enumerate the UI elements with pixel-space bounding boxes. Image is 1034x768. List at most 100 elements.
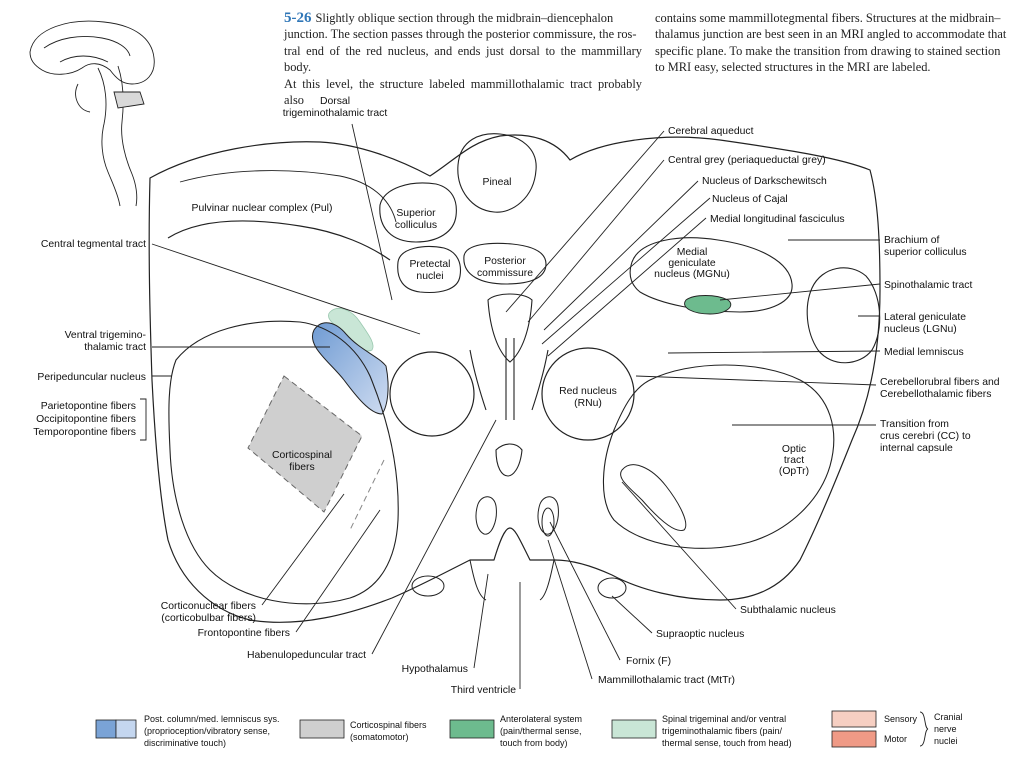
- label-temporopontine: Temporopontine fibers: [33, 427, 136, 438]
- label-spinothalamic: Spinothalamic tract: [884, 280, 972, 291]
- label-ventral-trigeminothalamic-line2: thalamic tract: [84, 342, 146, 353]
- label-medial-lemniscus: Medial lemniscus: [884, 347, 964, 358]
- section-outline: [148, 134, 881, 623]
- label-brachium-line1: Brachium of: [884, 235, 940, 246]
- label-dorsal-trigeminothalamic-line1: Dorsal: [320, 96, 350, 107]
- legend-spinal-trigeminal: Spinal trigeminal and/or ventral trigemi…: [611, 714, 792, 748]
- mgn-label-line3: nucleus (MGNu): [654, 269, 730, 280]
- legend-corticospinal-line1: Corticospinal fibers: [350, 720, 427, 730]
- frontopontine-boundary: [349, 459, 385, 531]
- label-corticonuclear-line2: (corticobulbar fibers): [161, 613, 256, 624]
- label-mtt: Mammillothalamic tract (MtTr): [598, 675, 735, 686]
- label-lgn-line2: nucleus (LGNu): [884, 324, 957, 335]
- label-parietopontine: Parietopontine fibers: [41, 401, 136, 412]
- label-subthalamic: Subthalamic nucleus: [740, 605, 836, 616]
- legend-sensory: Sensory: [884, 714, 918, 724]
- red-nucleus-label-line2: (RNu): [574, 398, 602, 409]
- label-transition-line3: internal capsule: [880, 443, 953, 454]
- optic-tract-label-line3: (OpTr): [779, 466, 809, 477]
- label-hypothalamus: Hypothalamus: [402, 664, 468, 675]
- pineal-label: Pineal: [483, 177, 512, 188]
- lateral-geniculate-nucleus: [806, 267, 881, 364]
- label-supraoptic: Supraoptic nucleus: [656, 629, 744, 640]
- label-cerebral-aqueduct: Cerebral aqueduct: [668, 126, 754, 137]
- superior-colliculus: Superior colliculus: [379, 182, 457, 243]
- label-central-tegmental: Central tegmental tract: [41, 239, 146, 250]
- caption-line: At this level, the structure labeled mam…: [284, 76, 642, 108]
- optic-tract-label-line1: Optic: [782, 444, 806, 455]
- posterior-commissure-label-line1: Posterior: [484, 256, 526, 267]
- legend-corticospinal: Corticospinal fibers (somatomotor): [299, 719, 427, 742]
- legend-post-column-line1: Post. column/med. lemniscus sys.: [144, 714, 280, 724]
- legend: Post. column/med. lemniscus sys. (propri…: [95, 710, 963, 748]
- brain-orientation-thumbnail: [29, 20, 155, 207]
- legend-anterolateral: Anterolateral system (pain/thermal sense…: [449, 714, 582, 748]
- central-grey: [469, 293, 549, 477]
- red-nucleus-left: [389, 351, 475, 437]
- legend-anterolateral-line3: touch from body): [500, 738, 568, 748]
- superior-colliculus-label-line1: Superior: [396, 208, 436, 219]
- mgn-label-line2: geniculate: [668, 258, 716, 269]
- label-central-grey: Central grey (periaqueductal grey): [668, 155, 826, 166]
- legend-spinal-trigeminal-line2: trigeminothalamic fibers (pain/: [662, 726, 783, 736]
- pretectal-label-line2: nuclei: [416, 271, 443, 282]
- legend-anterolateral-line1: Anterolateral system: [500, 714, 582, 724]
- posterior-commissure: Posterior commissure: [463, 242, 547, 285]
- corticospinal-fibers: Corticospinal fibers: [247, 375, 363, 513]
- label-corticonuclear-line1: Corticonuclear fibers: [161, 601, 256, 612]
- pineal: Pineal: [457, 133, 537, 213]
- caption-line: to MRI easy, selected structures in the …: [655, 60, 931, 75]
- pretectal-nuclei: Pretectal nuclei: [397, 245, 462, 294]
- label-dorsal-trigeminothalamic-line2: trigeminothalamic tract: [283, 108, 388, 119]
- caption-line: contains some mammillotegmental fibers. …: [655, 11, 1001, 25]
- legend-cranial-line3: nuclei: [934, 736, 958, 746]
- label-brachium-line2: superior colliculus: [884, 247, 967, 258]
- label-cajal: Nucleus of Cajal: [712, 194, 788, 205]
- label-frontopontine: Frontopontine fibers: [198, 628, 290, 639]
- pulvinar-label: Pulvinar nuclear complex (Pul): [192, 203, 333, 214]
- posterior-commissure-label-line2: commissure: [477, 268, 533, 279]
- label-fornix: Fornix (F): [626, 656, 671, 667]
- mgn-label-line1: Medial: [677, 247, 708, 258]
- legend-spinal-trigeminal-line1: Spinal trigeminal and/or ventral: [662, 714, 786, 724]
- legend-cranial-nerve-nuclei: Sensory Motor Cranial nerve nuclei: [831, 710, 963, 748]
- legend-post-column: Post. column/med. lemniscus sys. (propri…: [95, 714, 280, 748]
- labels: Dorsal trigeminothalamic tract Cerebral …: [33, 96, 1000, 696]
- caption-line: tral end of the red nucleus, and ends ju…: [284, 43, 642, 75]
- label-darkschewitsch: Nucleus of Darkschewitsch: [702, 176, 827, 187]
- legend-post-column-line2: (proprioception/vibratory sense,: [144, 726, 270, 736]
- label-habenulopeduncular: Habenulopeduncular tract: [247, 650, 366, 661]
- caption-line: junction. The section passes through the…: [284, 27, 637, 42]
- legend-cranial-line2: nerve: [934, 724, 957, 734]
- corticospinal-label-line1: Corticospinal: [272, 450, 332, 461]
- hypothalamic-structures: [411, 496, 627, 601]
- label-ventral-trigeminothalamic-line1: Ventral trigemino-: [65, 330, 146, 341]
- label-transition-line2: crus cerebri (CC) to: [880, 431, 971, 442]
- legend-cranial-line1: Cranial: [934, 712, 963, 722]
- corticospinal-label-line2: fibers: [289, 462, 314, 473]
- superior-colliculus-label-line2: colliculus: [395, 220, 437, 231]
- crus-cerebri-left: [168, 320, 399, 605]
- pretectal-label-line1: Pretectal: [409, 259, 450, 270]
- caption-text: Slightly oblique section through the mid…: [315, 11, 614, 25]
- subthalamic-nucleus: [620, 464, 687, 532]
- label-peripeduncular: Peripeduncular nucleus: [37, 372, 146, 383]
- optic-tract-label-line2: tract: [784, 455, 804, 466]
- figure-number: 5-26: [284, 10, 312, 26]
- legend-post-column-line3: discriminative touch): [144, 738, 226, 748]
- medial-lemniscus-region: [311, 322, 389, 415]
- label-cerebellorubral-line1: Cerebellorubral fibers and: [880, 377, 1000, 388]
- legend-spinal-trigeminal-line3: thermal sense, touch from head): [662, 738, 792, 748]
- label-mlf: Medial longitudinal fasciculus: [710, 214, 845, 225]
- legend-corticospinal-line2: (somatomotor): [350, 732, 409, 742]
- caption-line: specific plane. To make the transition f…: [655, 43, 1001, 58]
- legend-anterolateral-line2: (pain/thermal sense,: [500, 726, 582, 736]
- medial-geniculate-nucleus: Medial geniculate nucleus (MGNu): [629, 237, 793, 313]
- red-nucleus-label-line1: Red nucleus: [559, 386, 617, 397]
- label-occipitopontine: Occipitopontine fibers: [36, 414, 136, 425]
- label-lgn-line1: Lateral geniculate: [884, 312, 966, 323]
- red-nucleus-right: Red nucleus (RNu): [541, 347, 635, 441]
